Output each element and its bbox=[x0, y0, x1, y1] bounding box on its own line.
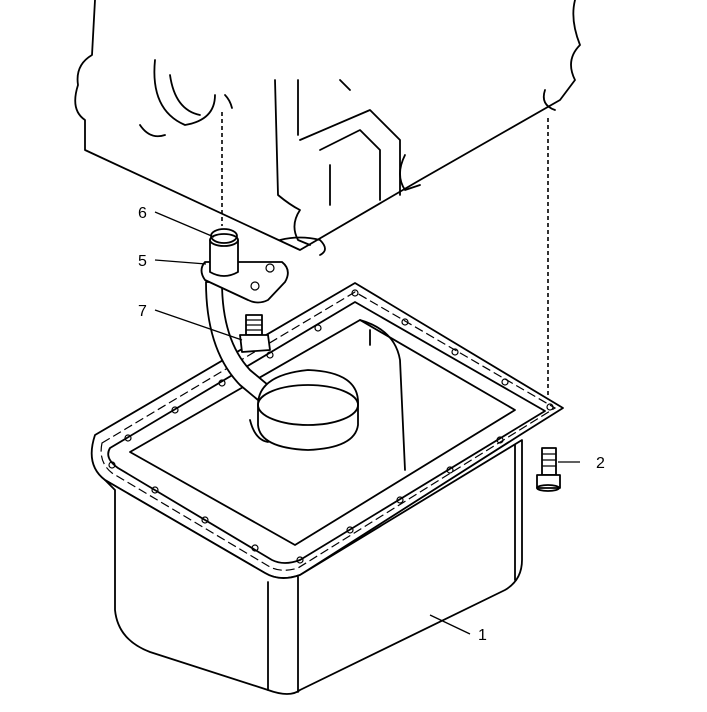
leader-line-5 bbox=[154, 259, 207, 265]
engine-block bbox=[74, 0, 581, 256]
callout-label-2: 2 bbox=[596, 455, 605, 472]
callout-label-1: 1 bbox=[478, 627, 487, 644]
callout-label-5: 5 bbox=[138, 253, 147, 270]
leader-line-1 bbox=[429, 614, 471, 635]
oil-pickup-tube bbox=[200, 228, 359, 451]
pan-bolt bbox=[536, 447, 561, 492]
leader-line-6 bbox=[154, 211, 215, 238]
callout-label-6: 6 bbox=[138, 205, 147, 222]
leader-line-7 bbox=[154, 309, 243, 341]
oil-pan bbox=[90, 282, 564, 695]
callout-label-7: 7 bbox=[138, 303, 147, 320]
